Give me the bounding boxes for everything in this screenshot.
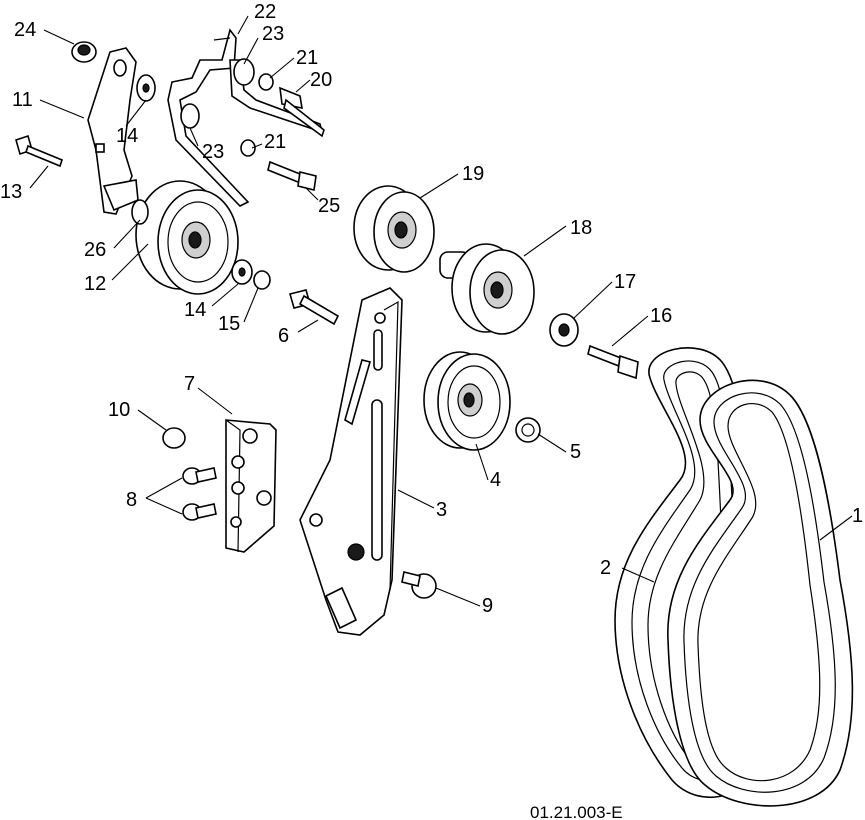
- label-20: 20: [310, 69, 332, 91]
- label-15: 15: [218, 313, 240, 335]
- pulley-18: [439, 243, 535, 335]
- diagram-code: 01.21.003-E: [530, 803, 623, 820]
- plate-7: [225, 419, 277, 553]
- part-labels: 24 11 14 22 23 21 20 23 21 13 25 26 12 1…: [0, 1, 863, 617]
- label-12: 12: [84, 273, 106, 295]
- label-11: 11: [12, 89, 33, 111]
- arm-11: [87, 47, 139, 215]
- pulley-12: [135, 180, 239, 295]
- leader-lines: [29, 15, 853, 607]
- label-10: 10: [108, 399, 130, 421]
- pulley-19: [353, 185, 435, 273]
- label-17: 17: [614, 271, 636, 293]
- label-13: 13: [0, 181, 22, 203]
- belt-1: [667, 379, 854, 807]
- label-14-top: 14: [116, 125, 138, 147]
- label-9: 9: [482, 595, 493, 617]
- label-3: 3: [436, 499, 447, 521]
- label-22: 22: [254, 1, 276, 23]
- label-23-bottom: 23: [202, 141, 224, 163]
- label-5: 5: [570, 441, 581, 463]
- label-6: 6: [278, 325, 289, 347]
- label-1: 1: [852, 505, 863, 527]
- label-24: 24: [14, 19, 36, 41]
- label-4: 4: [490, 469, 501, 491]
- pulley-4: [423, 351, 511, 451]
- bracket-3: [299, 287, 403, 636]
- label-7: 7: [184, 373, 195, 395]
- label-18: 18: [570, 217, 592, 239]
- label-14-bottom: 14: [184, 299, 206, 321]
- label-21-bottom: 21: [264, 131, 286, 153]
- label-23-top: 23: [262, 23, 284, 45]
- label-8: 8: [126, 489, 137, 511]
- label-16: 16: [650, 305, 672, 327]
- label-21-top: 21: [296, 47, 318, 69]
- hardware: [15, 41, 639, 599]
- label-25: 25: [318, 195, 340, 217]
- label-19: 19: [462, 163, 484, 185]
- label-2: 2: [600, 557, 611, 579]
- label-26: 26: [84, 239, 106, 261]
